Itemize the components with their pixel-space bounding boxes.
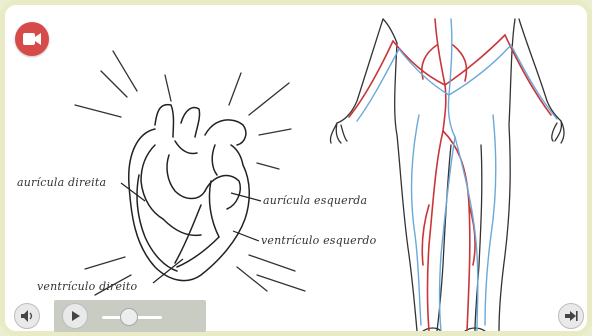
- label-right-atrium: aurícula direita: [17, 176, 106, 189]
- video-camera-icon: [22, 31, 42, 47]
- play-icon: [68, 309, 82, 323]
- label-left-atrium: aurícula esquerda: [263, 194, 367, 207]
- label-right-ventricle: ventrículo direito: [37, 280, 137, 293]
- video-button[interactable]: [15, 22, 49, 56]
- speaker-icon: [20, 309, 34, 323]
- progress-slider-handle[interactable]: [120, 308, 138, 326]
- volume-button[interactable]: [14, 303, 40, 329]
- next-arrow-icon: [564, 309, 578, 323]
- next-button[interactable]: [558, 303, 584, 329]
- label-left-ventricle: ventrículo esquerdo: [261, 234, 376, 247]
- play-button[interactable]: [62, 303, 88, 329]
